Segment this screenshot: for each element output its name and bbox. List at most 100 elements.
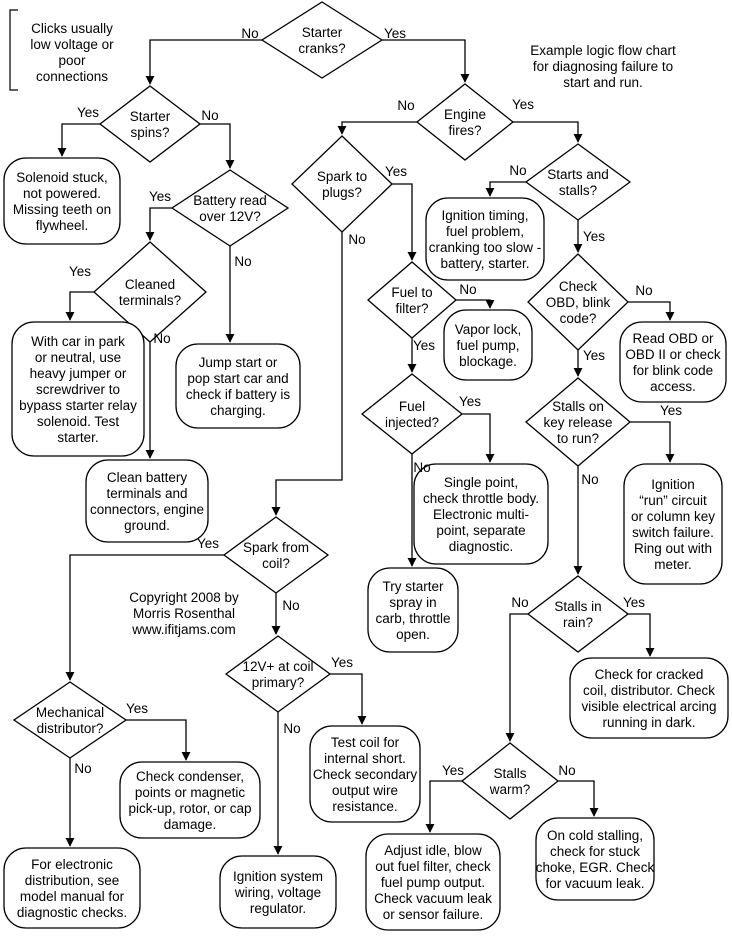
label-coil-primary-no: No (283, 721, 300, 736)
arrow-stalls-warm-no (558, 780, 599, 817)
label-stalls-rain-yes: Yes (623, 595, 645, 610)
decision-spark-coil (222, 516, 330, 594)
outcome-ignition-run (623, 463, 723, 585)
decision-spark-plugs (291, 135, 393, 233)
outcome-text-single-point: Single point,check throttle body.Electro… (423, 475, 539, 554)
outcome-single-point (413, 463, 549, 565)
label-stalls-key-no: No (581, 472, 598, 487)
decision-starts-stalls (524, 143, 632, 221)
arrow-cleaned-yes (65, 291, 94, 321)
outcome-adjust-idle (365, 833, 501, 931)
decision-obd (527, 253, 629, 351)
decision-spins (98, 85, 202, 163)
label-spark-coil-yes: Yes (197, 536, 219, 551)
decision-cranks (260, 1, 384, 79)
label-spins-yes: Yes (77, 105, 99, 120)
outcome-electronic-dist (3, 847, 141, 929)
outcome-cracked-coil (569, 657, 729, 739)
label-fuel-filter-no: No (459, 282, 476, 297)
outcome-vapor (443, 309, 533, 381)
arrow-stalls-warm-yes (425, 780, 462, 833)
decision-mech-dist (12, 681, 128, 759)
arrow-spark-coil-yes (65, 554, 224, 681)
arrow-stalls-key-yes (630, 421, 675, 463)
label-cranks-no: No (241, 26, 258, 41)
arrow-obd-no (628, 301, 675, 321)
label-cranks-yes: Yes (384, 26, 406, 41)
label-battery-yes: Yes (149, 189, 171, 204)
outcome-bypass (11, 321, 145, 457)
arrow-mech-dist-yes (126, 719, 191, 761)
outcome-cold-stalling (535, 817, 655, 901)
decision-cleaned (93, 241, 207, 343)
outcome-condenser (119, 761, 261, 839)
outcome-ignition-timing (425, 197, 545, 281)
label-coil-primary-yes: Yes (331, 655, 353, 670)
label-starts-stalls-yes: Yes (583, 229, 605, 244)
outcome-ignition-wiring (219, 855, 337, 929)
label-obd-yes: Yes (583, 348, 605, 363)
outcome-text-solenoid: Solenoid stuck,not powered.Missing teeth… (13, 170, 111, 233)
outcome-text-ignition-timing: Ignition timing,fuel problem,cranking to… (429, 208, 542, 271)
arrow-coil-primary-yes (330, 673, 367, 725)
arrow-stalls-rain-no (505, 613, 528, 742)
arrow-spins-no (200, 123, 235, 169)
note-clicks-bracket (9, 9, 18, 91)
decision-stalls-key (524, 377, 632, 467)
arrow-fires-no (337, 121, 417, 135)
label-stalls-warm-no: No (558, 763, 575, 778)
label-mech-dist-yes: Yes (126, 701, 148, 716)
label-fires-no: No (397, 98, 414, 113)
label-stalls-warm-yes: Yes (442, 763, 464, 778)
label-fuel-filter-yes: Yes (413, 338, 435, 353)
outcome-test-coil (309, 725, 421, 823)
decision-stalls-warm (460, 742, 560, 820)
outcome-read-obd (619, 321, 727, 403)
arrow-starts-stalls-no (485, 181, 526, 197)
label-fuel-injected-yes: Yes (459, 394, 481, 409)
arrow-stalls-rain-yes (628, 613, 655, 657)
label-spark-coil-no: No (282, 598, 299, 613)
label-spins-no: No (201, 108, 218, 123)
outcome-text-vapor: Vapor lock,fuel pump,blockage. (455, 322, 522, 369)
arrow-battery-yes (145, 207, 172, 241)
label-cleaned-no: No (153, 331, 170, 346)
decision-fuel-filter (367, 261, 457, 339)
decision-stalls-rain (526, 575, 630, 653)
decision-coil-primary (224, 635, 332, 713)
arrow-fires-yes (513, 121, 583, 143)
decision-battery (170, 169, 290, 247)
label-stalls-rain-no: No (511, 595, 528, 610)
label-mech-dist-no: No (74, 761, 91, 776)
arrow-fuel-injected-yes (462, 413, 495, 463)
label-obd-no: No (635, 283, 652, 298)
label-battery-no: No (234, 254, 251, 269)
arrow-cranks-no (145, 39, 262, 85)
